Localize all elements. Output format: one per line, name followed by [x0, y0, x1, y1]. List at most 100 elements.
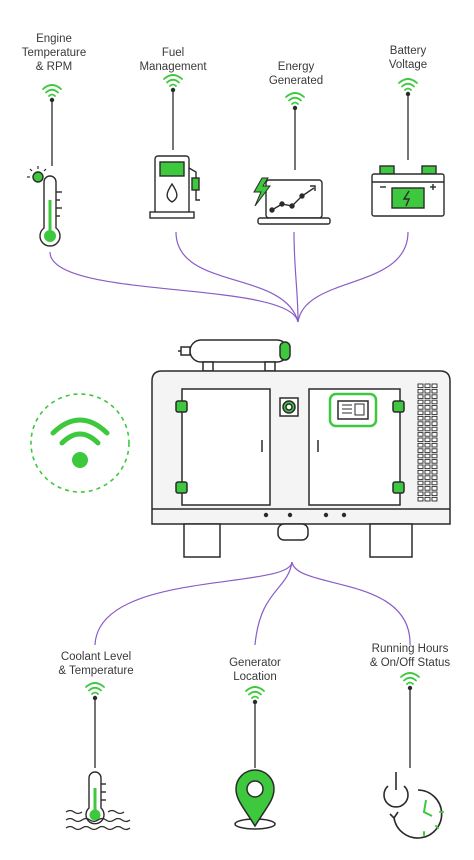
vent-slot	[431, 453, 438, 459]
vent-slot	[417, 437, 424, 443]
vent-slot	[417, 410, 424, 416]
vent-slot	[431, 464, 438, 470]
vent-slot	[431, 432, 438, 437]
vent-slot	[424, 475, 431, 480]
vent-slot	[431, 475, 438, 480]
connector-location	[254, 561, 293, 646]
vent-slot	[417, 469, 424, 475]
label-fuel-management: Fuel Management	[139, 47, 207, 73]
vent-slot	[424, 442, 431, 448]
vent-slot	[417, 442, 424, 448]
label-engine-temperature-rpm: Engine Temperature & RPM	[21, 33, 87, 73]
vent-slot	[431, 496, 438, 502]
vent-slot	[424, 496, 431, 502]
vent-slot	[424, 464, 431, 470]
label-energy-generated: Energy Generated	[268, 61, 324, 87]
vent-slot	[424, 480, 431, 486]
vent-slot	[431, 442, 438, 448]
vent-slot	[431, 469, 438, 475]
wifi-signal-icon	[398, 78, 418, 97]
vent-slot	[424, 453, 431, 459]
vent-slot	[417, 464, 424, 470]
vent-slot	[431, 491, 438, 497]
wifi-signal-icon	[85, 682, 105, 701]
thermometer-icon	[27, 166, 62, 247]
wifi-signal-icon	[285, 92, 305, 111]
vent-slot	[424, 426, 431, 432]
vent-slot	[424, 405, 431, 410]
vent-slot	[417, 448, 424, 453]
wifi-signal-icon	[400, 672, 420, 691]
wifi-signal-icon	[245, 686, 265, 705]
vent-slot	[417, 394, 424, 399]
vent-slot	[431, 448, 438, 453]
connector-coolant	[94, 561, 293, 646]
vent-slot	[431, 394, 438, 399]
vent-slot	[417, 399, 424, 405]
vent-slot	[417, 480, 424, 486]
location-pin-icon	[234, 769, 276, 830]
vent-slot	[417, 383, 424, 389]
vent-slot	[417, 459, 424, 464]
vent-slot	[431, 480, 438, 486]
wifi-signal-icon	[163, 74, 183, 93]
vent-slot	[431, 388, 438, 394]
connector-energy	[293, 231, 299, 323]
vent-slot	[417, 432, 424, 437]
signal-icons	[42, 74, 420, 705]
vent-slot	[431, 399, 438, 405]
fuel-pump-icon	[149, 155, 200, 219]
wifi-signal-icon	[42, 84, 62, 103]
vent-slot	[431, 486, 438, 491]
vent-slot	[417, 475, 424, 480]
vent-slot	[424, 421, 431, 426]
vent-slot	[424, 491, 431, 497]
battery-icon	[371, 165, 445, 217]
connector-hours	[291, 561, 411, 646]
vent-slot	[424, 383, 431, 389]
vent-slot	[417, 405, 424, 410]
vent-slot	[431, 437, 438, 443]
vent-slot	[424, 410, 431, 416]
vent-slot	[424, 415, 431, 421]
vent-slot	[417, 388, 424, 394]
energy-chart-icon	[253, 177, 331, 225]
vent-slot	[431, 426, 438, 432]
vent-slot	[417, 415, 424, 421]
vent-slot	[417, 426, 424, 432]
wireless-badge-icon	[30, 393, 130, 493]
connector-fuel	[175, 231, 299, 323]
generator-icon	[151, 339, 451, 558]
vent-slot	[424, 486, 431, 491]
label-generator-location: Generator Location	[229, 657, 281, 683]
vent-slot	[424, 388, 431, 394]
vent-slot	[417, 453, 424, 459]
label-running-hours-status: Running Hours & On/Off Status	[369, 643, 451, 669]
vent-slot	[424, 437, 431, 443]
label-coolant-level-temperature: Coolant Level & Temperature	[58, 651, 134, 677]
vent-slot	[417, 491, 424, 497]
vent-slot	[431, 405, 438, 410]
vent-slot	[424, 459, 431, 464]
vent-slot	[431, 459, 438, 464]
signal-stems	[51, 92, 411, 768]
vent-slot	[431, 421, 438, 426]
vent-slot	[417, 486, 424, 491]
connector-battery	[297, 231, 409, 323]
vent-slot	[424, 399, 431, 405]
vent-slot	[417, 421, 424, 426]
connector-lines	[49, 231, 411, 646]
vent-grille	[417, 383, 438, 502]
vent-slot	[417, 496, 424, 502]
vent-slot	[431, 410, 438, 416]
coolant-thermometer-icon	[65, 771, 131, 831]
label-battery-voltage: Battery Voltage	[388, 45, 428, 71]
vent-slot	[424, 448, 431, 453]
vent-slot	[424, 394, 431, 399]
power-clock-icon	[383, 772, 444, 839]
vent-slot	[424, 432, 431, 437]
connector-engine	[49, 251, 299, 323]
vent-slot	[431, 415, 438, 421]
vent-slot	[431, 383, 438, 389]
